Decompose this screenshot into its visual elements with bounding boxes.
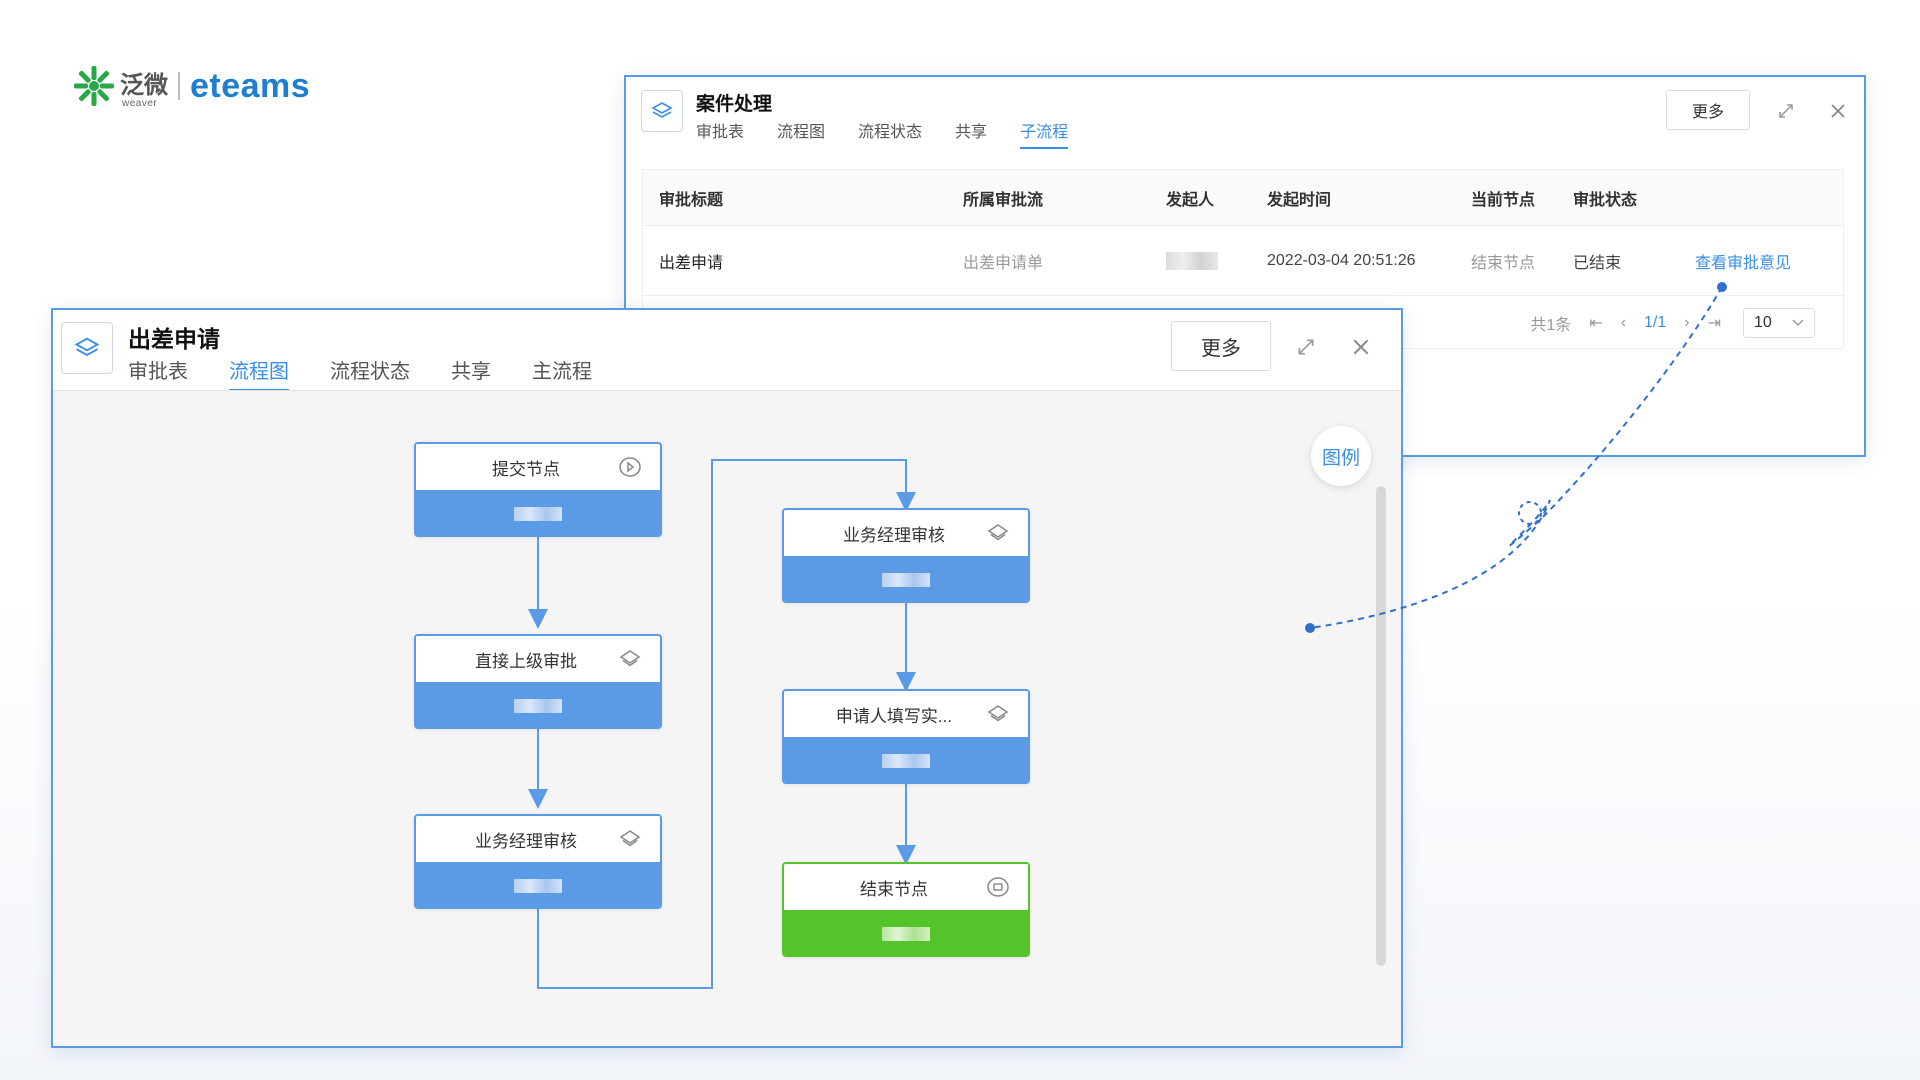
page-size-select[interactable]: 10 bbox=[1743, 308, 1815, 338]
window-title: 出差申请 bbox=[128, 326, 220, 352]
node-label: 提交节点 bbox=[492, 459, 560, 479]
node-label: 业务经理审核 bbox=[475, 831, 577, 851]
node-assignee bbox=[416, 682, 660, 727]
brand-divider bbox=[178, 72, 180, 100]
node-assignee bbox=[784, 910, 1028, 955]
redacted-name bbox=[882, 926, 930, 941]
tab-form[interactable]: 审批表 bbox=[128, 361, 188, 383]
flowchart-canvas: 提交节点 直接上级审批 业务经理审核 业务经理审核 bbox=[53, 391, 1401, 1046]
brand-logo: 泛微 weaver eteams bbox=[72, 58, 310, 114]
row-flow: 出差申请单 bbox=[963, 254, 1044, 272]
node-label: 结束节点 bbox=[860, 879, 928, 899]
flow-node-business-manager[interactable]: 业务经理审核 bbox=[414, 814, 662, 909]
table-row: 出差申请 出差申请单 2022-03-04 20:51:26 结束节点 已结束 … bbox=[643, 226, 1843, 296]
diamond-stack-icon bbox=[619, 830, 641, 847]
redacted-name bbox=[882, 753, 930, 768]
view-approval-opinion-link[interactable]: 查看审批意见 bbox=[1695, 254, 1792, 272]
more-button[interactable]: 更多 bbox=[1171, 321, 1271, 371]
row-title: 出差申请 bbox=[659, 254, 724, 272]
total-count: 共1条 bbox=[1530, 317, 1572, 334]
tab-flow-status[interactable]: 流程状态 bbox=[330, 361, 410, 383]
tab-main-flow[interactable]: 主流程 bbox=[532, 361, 592, 383]
expand-icon[interactable] bbox=[1291, 332, 1321, 362]
play-circle-icon bbox=[619, 457, 641, 477]
node-assignee bbox=[784, 737, 1028, 782]
redacted-name bbox=[882, 572, 930, 587]
row-status: 已结束 bbox=[1573, 254, 1622, 272]
tab-form[interactable]: 审批表 bbox=[696, 124, 745, 141]
node-label: 直接上级审批 bbox=[475, 651, 577, 671]
layers-icon bbox=[641, 90, 683, 132]
page-indicator: 1/1 bbox=[1644, 314, 1667, 331]
diamond-stack-icon bbox=[987, 524, 1009, 541]
node-assignee bbox=[416, 862, 660, 907]
tab-bar: 审批表 流程图 流程状态 共享 子流程 bbox=[696, 118, 1101, 149]
flow-node-business-manager-2[interactable]: 业务经理审核 bbox=[782, 508, 1030, 603]
table-header: 审批标题 所属审批流 发起人 发起时间 当前节点 审批状态 bbox=[643, 170, 1843, 226]
node-header: 提交节点 bbox=[416, 444, 660, 490]
next-page-icon[interactable]: › bbox=[1684, 314, 1690, 331]
node-assignee bbox=[784, 556, 1028, 601]
tab-share[interactable]: 共享 bbox=[955, 124, 988, 141]
col-initiator: 发起人 bbox=[1166, 191, 1215, 209]
window-title: 案件处理 bbox=[696, 94, 773, 115]
flow-node-direct-supervisor[interactable]: 直接上级审批 bbox=[414, 634, 662, 729]
stop-circle-icon bbox=[987, 877, 1009, 897]
diamond-stack-icon bbox=[619, 650, 641, 667]
flow-node-submit[interactable]: 提交节点 bbox=[414, 442, 662, 537]
pagination: 共1条 ⇤ ‹ 1/1 › ⇥ 10 bbox=[1512, 296, 1815, 350]
page-size-value: 10 bbox=[1754, 314, 1772, 331]
prev-page-icon[interactable]: ‹ bbox=[1620, 314, 1627, 331]
first-page-icon[interactable]: ⇤ bbox=[1589, 315, 1603, 332]
tab-subflow[interactable]: 子流程 bbox=[1020, 118, 1069, 149]
col-current-node: 当前节点 bbox=[1471, 191, 1536, 209]
brand-name-sub: weaver bbox=[122, 98, 158, 109]
tab-flowchart[interactable]: 流程图 bbox=[777, 124, 826, 141]
legend-button[interactable]: 图例 bbox=[1311, 426, 1371, 486]
col-status: 审批状态 bbox=[1573, 191, 1638, 209]
col-title: 审批标题 bbox=[659, 191, 724, 209]
node-label: 业务经理审核 bbox=[843, 525, 945, 545]
row-current-node: 结束节点 bbox=[1471, 254, 1536, 272]
travel-request-window: 出差申请 审批表 流程图 流程状态 共享 主流程 更多 bbox=[51, 308, 1403, 1048]
redacted-name bbox=[514, 506, 562, 521]
flow-node-applicant-fill[interactable]: 申请人填写实... bbox=[782, 689, 1030, 784]
layers-icon bbox=[61, 322, 113, 374]
expand-icon[interactable] bbox=[1772, 97, 1800, 125]
flow-connectors bbox=[528, 459, 916, 989]
redacted-name bbox=[1166, 251, 1218, 270]
node-header: 申请人填写实... bbox=[784, 691, 1028, 737]
edge-manager-to-manager2 bbox=[537, 459, 916, 989]
chevron-down-icon bbox=[1792, 319, 1804, 327]
node-header: 直接上级审批 bbox=[416, 636, 660, 682]
close-icon[interactable] bbox=[1824, 97, 1852, 125]
node-assignee bbox=[416, 490, 660, 535]
diamond-stack-icon bbox=[987, 705, 1009, 722]
col-time: 发起时间 bbox=[1267, 191, 1332, 209]
row-time: 2022-03-04 20:51:26 bbox=[1267, 251, 1416, 269]
tab-bar: 审批表 流程图 流程状态 共享 主流程 bbox=[128, 355, 633, 391]
node-label: 申请人填写实... bbox=[835, 706, 953, 726]
tab-flow-status[interactable]: 流程状态 bbox=[858, 124, 923, 141]
weaver-logo-icon bbox=[74, 66, 114, 106]
vertical-scrollbar[interactable] bbox=[1376, 486, 1386, 966]
node-header: 结束节点 bbox=[784, 864, 1028, 910]
more-button[interactable]: 更多 bbox=[1666, 90, 1750, 130]
redacted-name bbox=[514, 698, 562, 713]
last-page-icon[interactable]: ⇥ bbox=[1707, 315, 1721, 332]
flow-node-end[interactable]: 结束节点 bbox=[782, 862, 1030, 957]
col-flow: 所属审批流 bbox=[963, 191, 1044, 209]
header-divider bbox=[53, 390, 1401, 391]
close-icon[interactable] bbox=[1346, 332, 1376, 362]
node-header: 业务经理审核 bbox=[784, 510, 1028, 556]
brand-name-en: eteams bbox=[190, 66, 311, 105]
node-header: 业务经理审核 bbox=[416, 816, 660, 862]
row-initiator bbox=[1166, 226, 1218, 295]
redacted-name bbox=[514, 878, 562, 893]
tab-share[interactable]: 共享 bbox=[451, 361, 491, 383]
brand-name-cn: 泛微 bbox=[120, 72, 168, 99]
tab-flowchart[interactable]: 流程图 bbox=[229, 355, 289, 391]
